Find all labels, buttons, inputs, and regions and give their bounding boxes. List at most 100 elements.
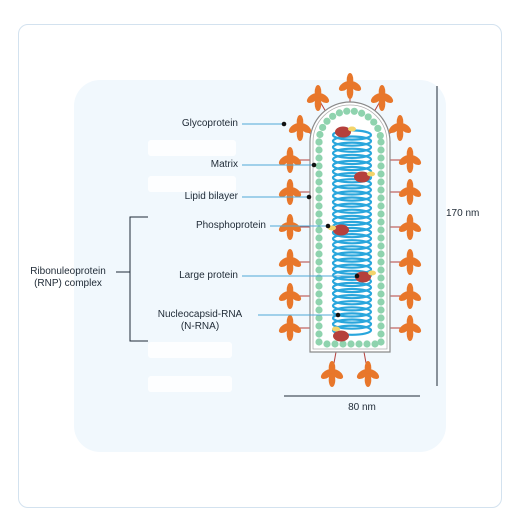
matrix-bead <box>315 210 323 218</box>
matrix-bead <box>377 210 385 218</box>
matrix-bead <box>377 290 385 298</box>
label-rnp-line2: (RNP) complex <box>34 278 102 289</box>
helix-coil <box>331 171 373 184</box>
matrix-bead <box>377 234 385 242</box>
helix-coil <box>331 300 373 312</box>
glycoprotein-spike <box>355 361 381 387</box>
matrix-bead <box>315 258 323 266</box>
glycoprotein-spike <box>277 283 303 309</box>
matrix-bead <box>315 186 323 194</box>
matrix-bead <box>377 226 385 234</box>
leader-lines <box>242 123 357 316</box>
label-width: 80 nm <box>348 402 376 413</box>
helix-coil <box>331 232 373 245</box>
matrix-bead <box>315 314 323 322</box>
matrix-bead <box>370 118 378 126</box>
glycoprotein-spike <box>397 179 423 205</box>
helix-coil <box>331 202 373 214</box>
helix-coil <box>331 214 373 227</box>
matrix-bead <box>315 218 323 226</box>
placeholder-bar <box>148 176 236 192</box>
helix-coil <box>331 184 373 196</box>
helix-coil <box>331 159 373 172</box>
placeholder-bar <box>148 376 232 392</box>
helix-coil <box>331 257 373 269</box>
glycoprotein-spike <box>397 315 423 341</box>
helix-coil <box>331 306 373 318</box>
large-protein <box>354 171 375 183</box>
glycoprotein-spike <box>369 85 395 111</box>
matrix-bead <box>377 154 385 162</box>
label-height: 170 nm <box>446 208 480 219</box>
matrix-bead <box>315 266 323 274</box>
glycoprotein-spike <box>397 214 423 240</box>
matrix-bead <box>377 306 385 314</box>
glycoprotein-spike <box>397 249 423 275</box>
helix-coil <box>331 263 373 275</box>
helix-coil <box>331 178 373 190</box>
rnp-bracket <box>116 216 148 342</box>
matrix-bead <box>355 340 363 348</box>
label-nucleocapsid-line1: Nucleocapsid-RNA <box>157 309 243 320</box>
matrix-bead <box>315 242 323 250</box>
leader-dots <box>281 121 360 318</box>
matrix-bead <box>315 322 323 330</box>
matrix-bead <box>377 258 385 266</box>
matrix-bead <box>315 178 323 186</box>
helix-coil <box>331 294 373 306</box>
glycoprotein-spike <box>277 147 303 173</box>
matrix-bead <box>377 322 385 330</box>
matrix-bead <box>377 218 385 226</box>
large-protein <box>355 270 376 283</box>
glycoprotein-spike <box>319 361 345 387</box>
matrix-bead <box>358 109 366 117</box>
glycoprotein-spike <box>397 147 423 173</box>
helix-coil <box>331 318 373 330</box>
matrix-bead <box>364 113 372 121</box>
matrix-bead <box>315 250 323 258</box>
helix-coil <box>331 226 373 239</box>
label-nucleocapsid-rna: Nucleocapsid-RNA (N-RNA) <box>140 309 260 333</box>
glycoprotein-spike <box>387 115 413 141</box>
matrix-bead <box>377 274 385 282</box>
placeholder-bar <box>148 342 232 358</box>
label-phosphoprotein: Phosphoprotein <box>195 220 266 231</box>
matrix-bead <box>315 162 323 170</box>
matrix-bead <box>347 340 355 348</box>
matrix-bead <box>329 112 337 120</box>
matrix-bead <box>377 338 385 346</box>
glycoprotein-spike <box>277 214 303 240</box>
helix-coil <box>331 245 373 257</box>
matrix-bead <box>363 340 371 348</box>
matrix-bead <box>377 138 385 146</box>
matrix-bead <box>315 138 323 146</box>
matrix-bead <box>315 154 323 162</box>
matrix-bead <box>377 162 385 170</box>
matrix-bead <box>377 194 385 202</box>
matrix-bead <box>376 131 384 140</box>
matrix-bead <box>377 242 385 250</box>
matrix-bead <box>377 330 385 338</box>
matrix-bead <box>323 117 331 125</box>
matrix-bead <box>323 340 331 348</box>
nucleocapsid-helix <box>331 129 373 336</box>
helix-coil <box>331 287 373 300</box>
matrix-bead <box>331 340 339 348</box>
matrix-bead <box>315 282 323 290</box>
label-rnp-line1: Ribonuleoprotein <box>30 266 106 277</box>
helix-coil <box>331 251 373 263</box>
matrix-bead <box>343 107 351 115</box>
glycoprotein-spike <box>397 283 423 309</box>
matrix-bead <box>315 202 323 210</box>
matrix-bead <box>374 124 382 133</box>
matrix-bead <box>377 282 385 290</box>
helix-coil <box>331 239 373 251</box>
matrix-bead <box>315 146 323 154</box>
matrix-bead <box>315 330 323 338</box>
matrix-bead <box>377 202 385 210</box>
helix-coil <box>331 208 373 220</box>
label-rnp-complex: Ribonuleoprotein (RNP) complex <box>20 266 116 290</box>
matrix-bead <box>316 130 324 139</box>
label-large-protein: Large protein <box>179 270 238 281</box>
label-nucleocapsid-line2: (N-RNA) <box>180 321 220 332</box>
